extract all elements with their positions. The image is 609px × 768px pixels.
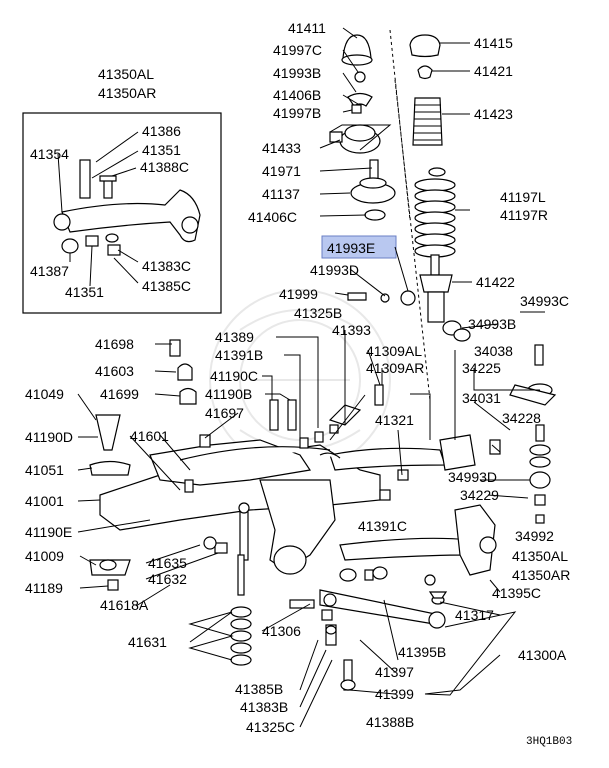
- label-41415: 41415: [474, 35, 513, 51]
- label-34992: 34992: [515, 528, 554, 544]
- label-41190c: 41190C: [210, 368, 258, 384]
- label-41383c: 41383C: [142, 258, 191, 274]
- label-41395c: 41395C: [492, 585, 541, 601]
- label-41423: 41423: [474, 106, 513, 122]
- leader-lines: [77, 27, 545, 728]
- label-41306: 41306: [262, 623, 301, 639]
- label-41632: 41632: [148, 571, 187, 587]
- diagram-reference-code: 3HQ1B03: [526, 736, 572, 748]
- label-41137: 41137: [262, 186, 300, 202]
- label-41325c: 41325C: [246, 719, 295, 735]
- label-34993c: 34993C: [520, 293, 569, 309]
- label-34038: 34038: [474, 343, 513, 359]
- label-41197r: 41197R: [500, 207, 548, 223]
- label-41001: 41001: [25, 493, 64, 509]
- label-41325b: 41325B: [294, 305, 342, 321]
- label-41971: 41971: [262, 163, 301, 179]
- label-41997b: 41997B: [273, 105, 321, 121]
- label-41321: 41321: [375, 412, 414, 428]
- label-41190b: 41190B: [205, 386, 252, 402]
- label-41393: 41393: [332, 322, 371, 338]
- label-41309ar: 41309AR: [366, 360, 424, 376]
- label-41993e: 41993E: [327, 240, 375, 256]
- label-41386: 41386: [142, 123, 181, 139]
- label-41009: 41009: [25, 548, 64, 564]
- label-41618a: 41618A: [100, 597, 149, 613]
- label-41350al-inset: 41350AL: [98, 66, 154, 82]
- label-41698: 41698: [95, 336, 134, 352]
- label-41699: 41699: [100, 386, 139, 402]
- label-41999: 41999: [279, 286, 318, 302]
- label-41993d: 41993D: [310, 262, 359, 278]
- label-41387: 41387: [30, 263, 69, 279]
- label-41300a: 41300A: [518, 647, 567, 663]
- label-41391b: 41391B: [215, 347, 263, 363]
- label-41601: 41601: [130, 428, 169, 444]
- label-34228: 34228: [502, 410, 541, 426]
- label-41049: 41049: [25, 386, 64, 402]
- part-labels: 41411 41997C 41993B 41406B 41997B 41433 …: [25, 20, 572, 748]
- label-41351-lower: 41351: [65, 284, 104, 300]
- strut-assembly: [329, 29, 431, 401]
- label-41389: 41389: [215, 329, 254, 345]
- label-41395b: 41395B: [398, 644, 446, 660]
- hardware-parts: [89, 328, 557, 691]
- label-41350ar-inset: 41350AR: [98, 85, 156, 101]
- label-41309al: 41309AL: [366, 343, 422, 359]
- label-41406c: 41406C: [248, 209, 297, 225]
- label-41631: 41631: [128, 634, 167, 650]
- label-41388c: 41388C: [140, 159, 189, 175]
- crossmember-assembly: [99, 404, 497, 629]
- label-41433: 41433: [262, 140, 301, 156]
- label-41197l: 41197L: [500, 189, 546, 205]
- label-41697: 41697: [205, 405, 244, 421]
- label-41189: 41189: [25, 580, 63, 596]
- label-34031: 34031: [462, 390, 501, 406]
- label-41421: 41421: [474, 63, 513, 79]
- label-41388b: 41388B: [366, 714, 414, 730]
- label-34229: 34229: [460, 487, 499, 503]
- label-41411: 41411: [288, 20, 326, 36]
- label-41350al: 41350AL: [512, 548, 568, 564]
- label-41993b: 41993B: [273, 65, 321, 81]
- label-41354: 41354: [30, 146, 69, 162]
- label-41385c: 41385C: [142, 278, 191, 294]
- label-41351-upper: 41351: [142, 142, 181, 158]
- label-41422: 41422: [476, 274, 515, 290]
- label-41051: 41051: [25, 462, 64, 478]
- label-41635: 41635: [148, 555, 187, 571]
- part-highlight: [321, 235, 397, 259]
- label-41350ar: 41350AR: [512, 567, 570, 583]
- label-34225: 34225: [462, 360, 501, 376]
- label-41603: 41603: [95, 363, 134, 379]
- label-34993d: 34993D: [448, 469, 497, 485]
- label-41190d: 41190D: [25, 429, 73, 445]
- label-41317: 41317: [455, 607, 494, 623]
- label-41383b: 41383B: [240, 699, 288, 715]
- knuckle-inset: [22, 112, 222, 314]
- label-41391c: 41391C: [358, 518, 407, 534]
- label-34993b: 34993B: [468, 316, 516, 332]
- label-41397: 41397: [375, 664, 414, 680]
- label-41406b: 41406B: [273, 87, 321, 103]
- label-41997c: 41997C: [273, 42, 322, 58]
- label-41399: 41399: [375, 686, 414, 702]
- label-41385b: 41385B: [235, 681, 283, 697]
- label-41190e: 41190E: [25, 524, 72, 540]
